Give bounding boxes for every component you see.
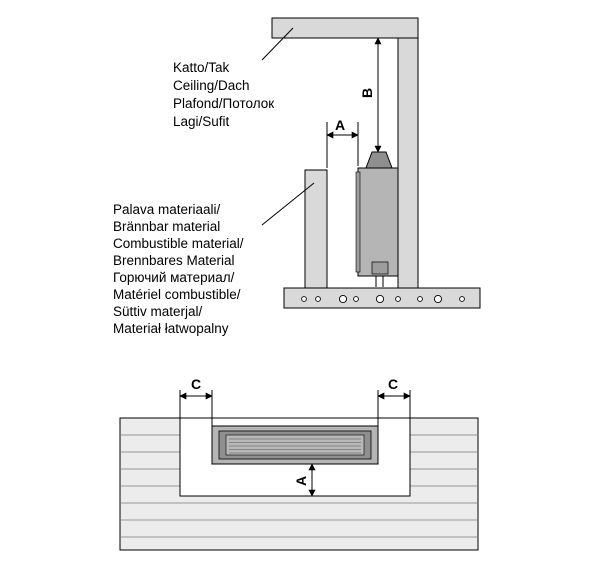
plank-lines (120, 434, 478, 538)
heater-top (211, 425, 379, 465)
dimension-c-right: C (377, 376, 411, 426)
side-wall-panel (397, 37, 419, 289)
dimension-a-top: A (293, 463, 316, 497)
dimension-b-label: B (359, 88, 375, 98)
ceiling-label: Katto/Tak Ceiling/Dach Plafond/Потолок L… (173, 60, 278, 129)
ceiling-leader-line (261, 27, 294, 61)
combustible-leader-line (261, 182, 315, 226)
dimension-c-right-label: C (388, 376, 398, 392)
dimension-c-left-label: C (191, 376, 201, 392)
dimension-a-top-label: A (293, 476, 309, 486)
floor-holes (301, 294, 465, 304)
side-view: A B Katto/Tak Ceiling/Dach Plafond/Потол… (113, 17, 481, 336)
dimension-c-left: C (179, 376, 213, 426)
dimension-b-vertical: B (359, 37, 382, 153)
ceiling-panel (271, 17, 419, 39)
heater-side (355, 151, 399, 287)
dimension-a-side-label: A (335, 117, 345, 133)
combustible-material-label: Palava materiaali/ Brännbar material Com… (113, 202, 247, 336)
dimension-a-side: A (326, 117, 359, 168)
top-view: C C A (119, 376, 479, 551)
